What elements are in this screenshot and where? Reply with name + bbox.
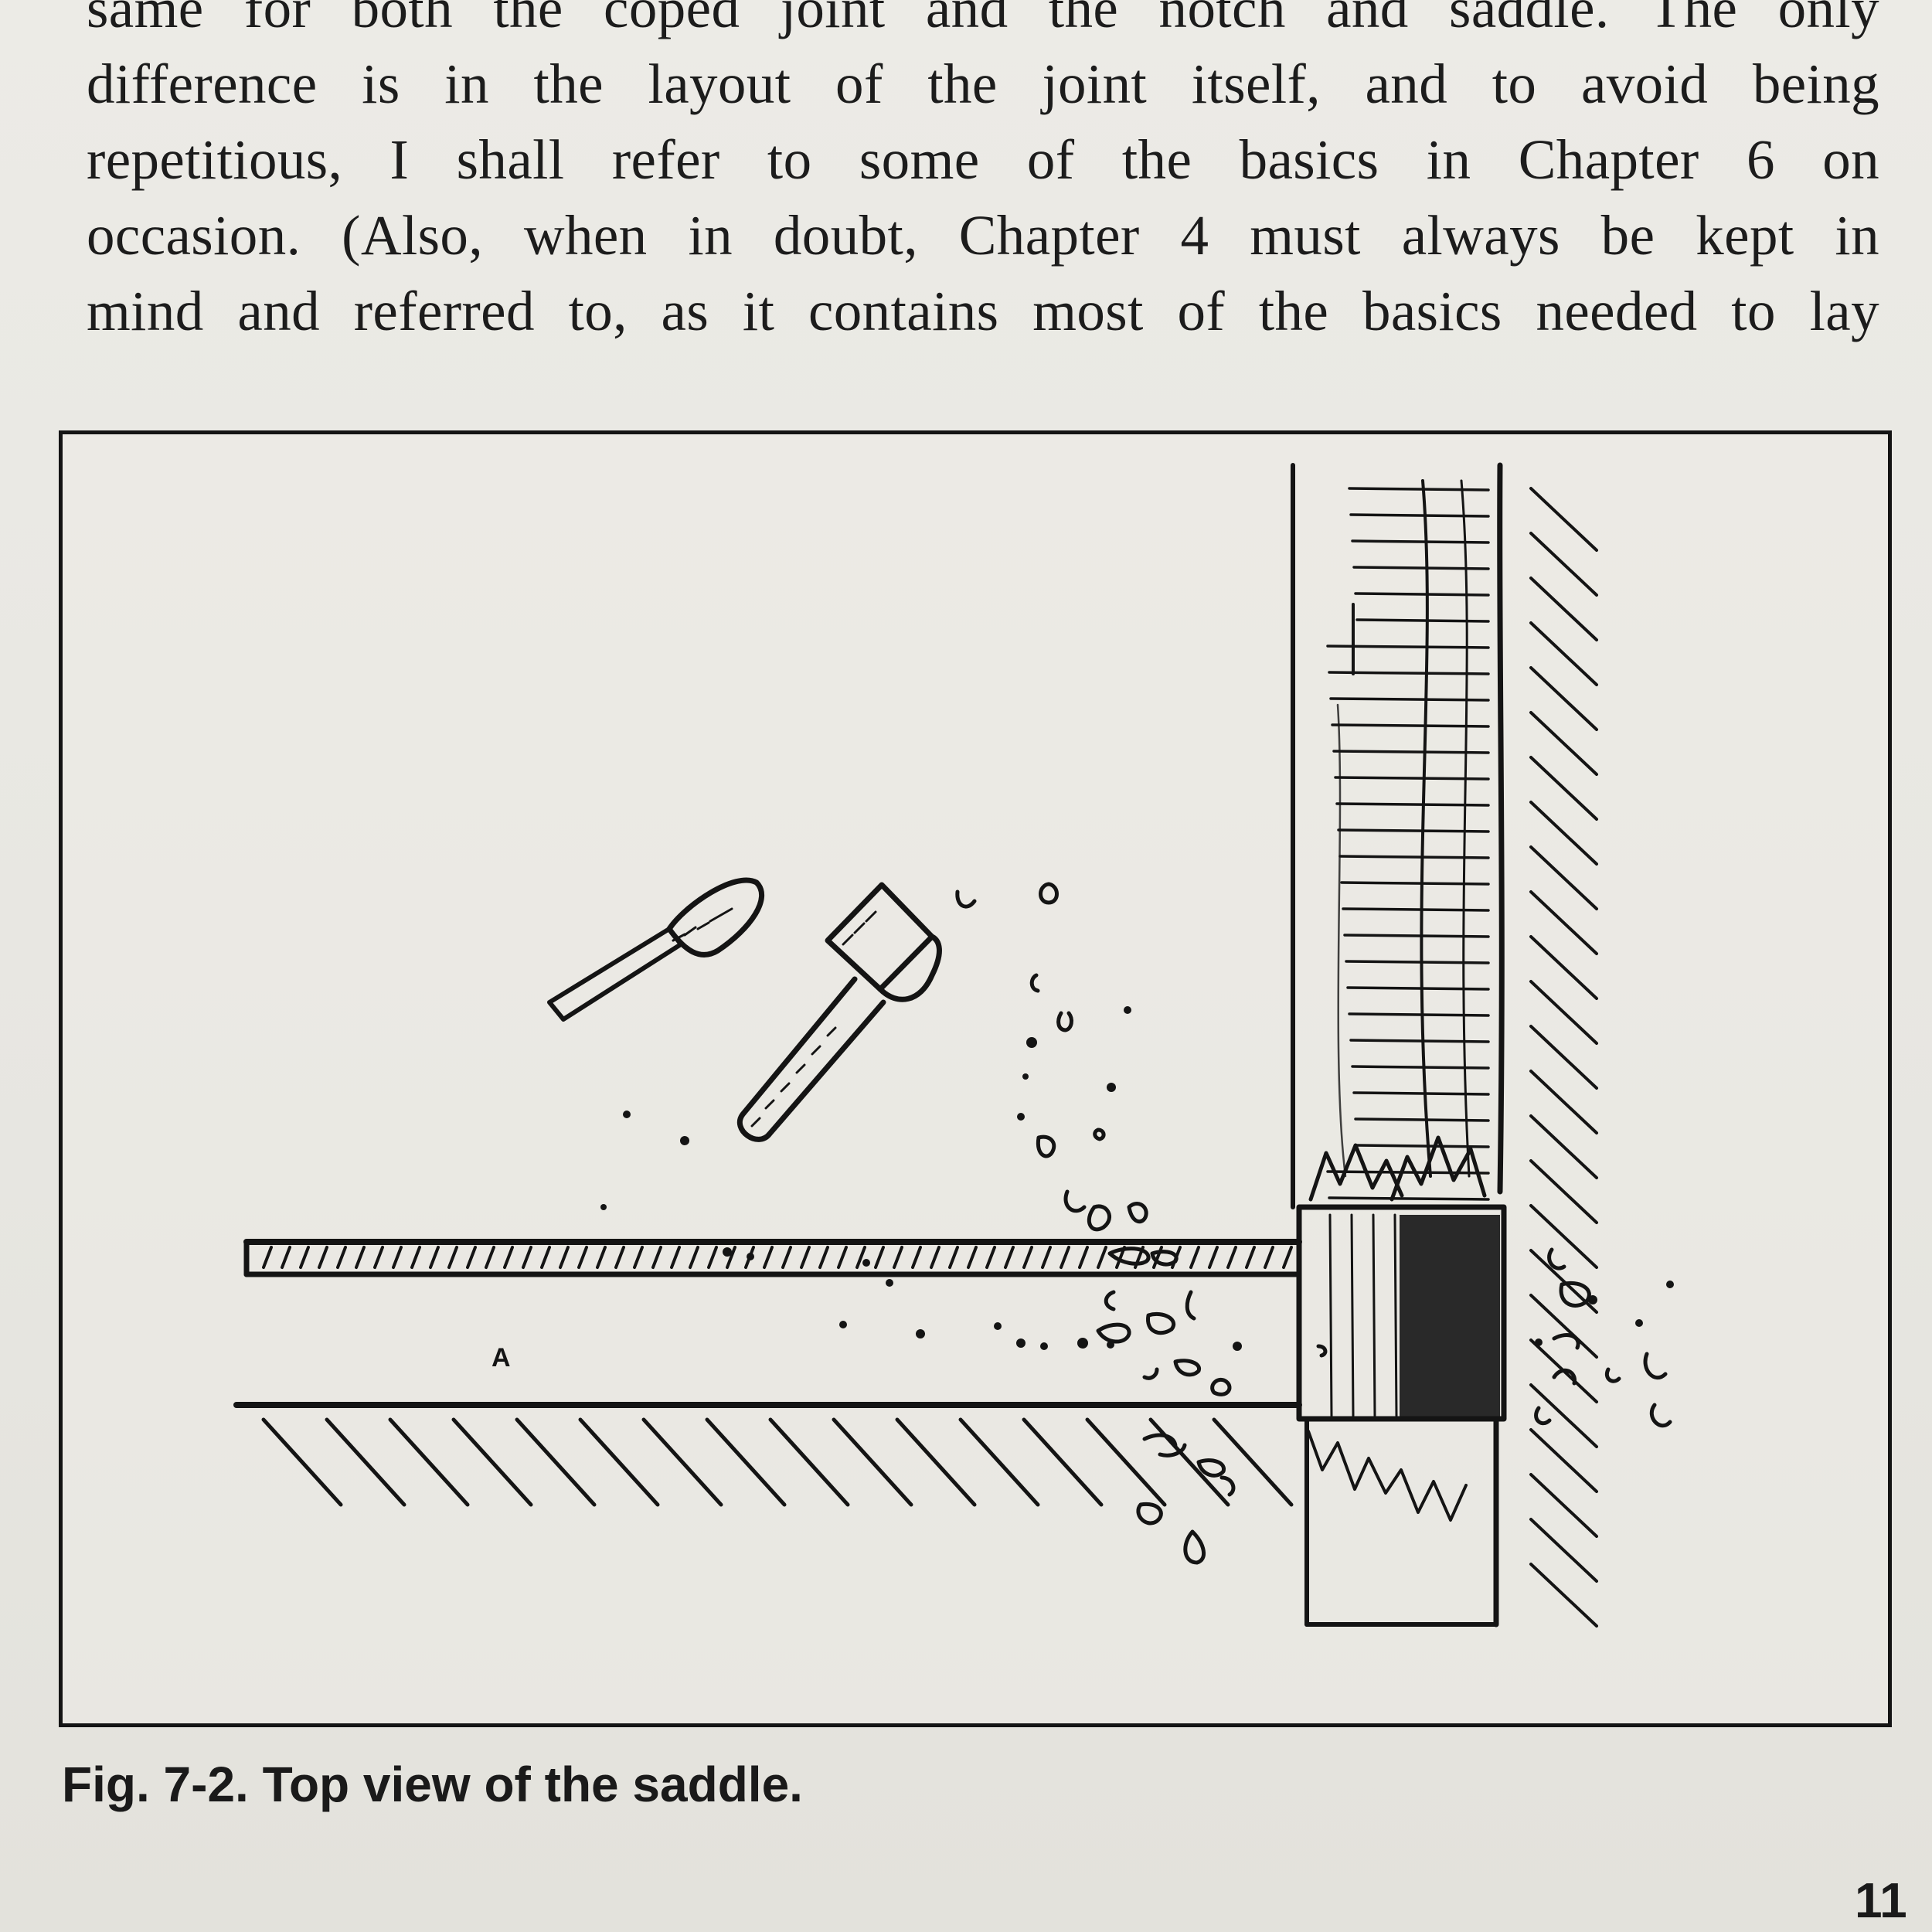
body-line-4: occasion. (Also, when in doubt, Chapter … <box>87 204 1879 267</box>
debris-dots <box>600 1006 1674 1351</box>
horizontal-log <box>233 1239 1302 1507</box>
saddle-notch <box>1296 1135 1507 1628</box>
body-line-5: mind and referred to, as it contains mos… <box>87 280 1879 342</box>
body-line-1: same for both the coped joint and the no… <box>87 0 1879 39</box>
top-log-grain <box>262 1246 1293 1269</box>
body-line-3: repetitious, I shall refer to some of th… <box>87 128 1879 191</box>
mallet-icon <box>736 882 942 1142</box>
side-chips <box>1534 1247 1672 1428</box>
page-number: 11 <box>1855 1872 1907 1928</box>
wall-hatching-bottom <box>261 1417 1294 1507</box>
label-a: A <box>492 1343 511 1372</box>
wall-hatching-right <box>1529 487 1598 1628</box>
log-bark-hatching <box>1326 487 1490 1201</box>
body-line-2: difference is in the layout of the joint… <box>87 53 1879 115</box>
body-paragraph: same for both the coped joint and the no… <box>87 0 1879 349</box>
figure-7-2-saddle-drawing: A <box>59 430 1892 1727</box>
saddle-illustration: A <box>233 462 1674 1628</box>
wood-chips <box>955 882 1328 1565</box>
notch-grain <box>1328 1213 1398 1417</box>
chisel-icon <box>547 877 765 1022</box>
vertical-log <box>1291 462 1598 1628</box>
figure-caption: Fig. 7-2. Top view of the saddle. <box>62 1757 803 1812</box>
